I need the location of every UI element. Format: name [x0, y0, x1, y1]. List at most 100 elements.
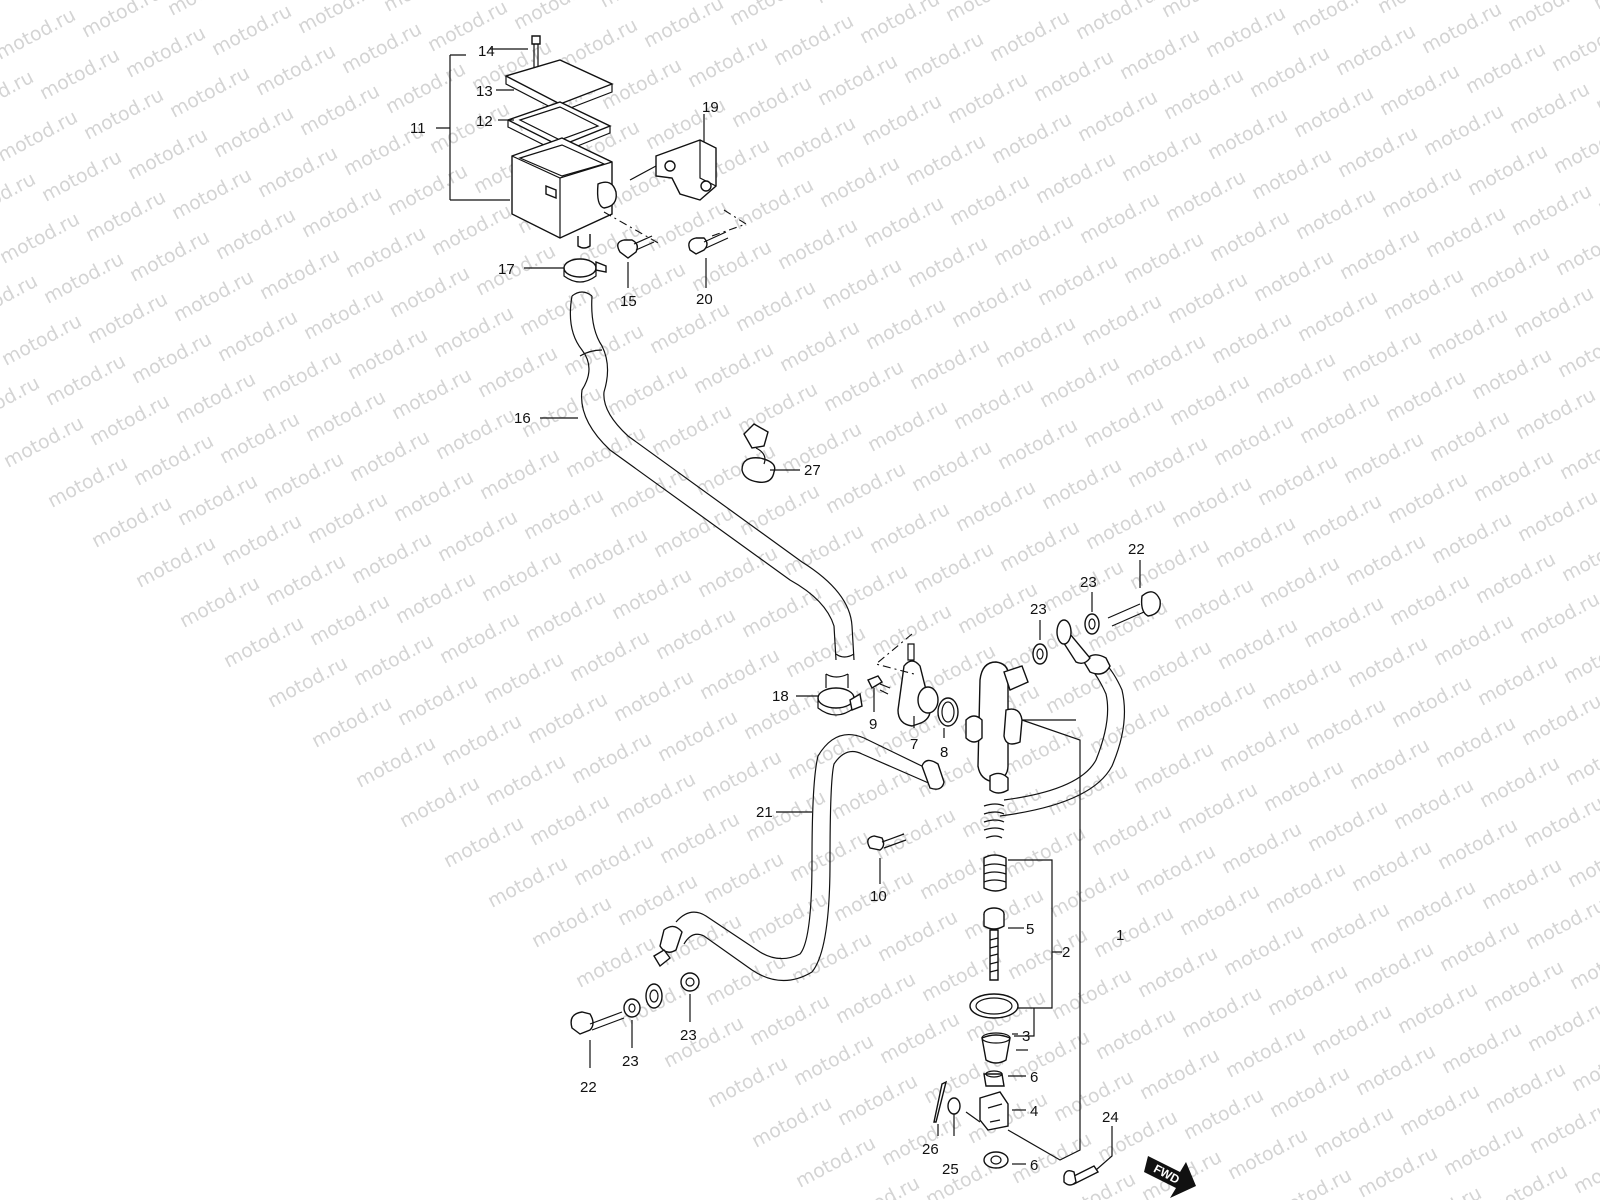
watermark-text: motod.ru	[132, 532, 219, 592]
watermark-text: motod.ru	[476, 444, 563, 504]
watermark-text: motod.ru	[252, 40, 339, 100]
watermark-text: motod.ru	[1178, 982, 1265, 1042]
watermark-text: motod.ru	[40, 248, 127, 308]
part-label-23-upper-right: 23	[1080, 574, 1097, 591]
watermark-text: motod.ru	[254, 142, 341, 202]
watermark-text: motod.ru	[1380, 264, 1467, 324]
watermark-text: motod.ru	[1338, 326, 1425, 386]
watermark-text: motod.ru	[1030, 46, 1117, 106]
watermark-text: motod.ru	[746, 990, 833, 1050]
watermark-text: motod.ru	[482, 750, 569, 810]
watermark-text: motod.ru	[1220, 920, 1307, 980]
watermark-text: motod.ru	[1556, 424, 1600, 484]
watermark-text: motod.ru	[166, 62, 253, 122]
watermark-text: motod.ru	[606, 462, 693, 522]
watermark-text: motod.ru	[1522, 894, 1600, 954]
watermark-text: motod.ru	[906, 334, 993, 394]
watermark-text: motod.ru	[1160, 64, 1247, 124]
piston-kit	[969, 803, 1062, 1019]
watermark-text: motod.ru	[1506, 78, 1593, 138]
watermark-text: motod.ru	[256, 244, 343, 304]
watermark-text: motod.ru	[296, 80, 383, 140]
watermark-text: motod.ru	[1474, 650, 1561, 710]
watermark-text: motod.ru	[1206, 206, 1293, 266]
watermark-text: motod.ru	[1050, 1066, 1137, 1126]
watermark-text: motod.ru	[168, 164, 255, 224]
part-label-23-lower-left: 23	[622, 1053, 639, 1070]
watermark-text: motod.ru	[832, 968, 919, 1028]
part-label-22-lower: 22	[580, 1079, 597, 1096]
watermark-text: motod.ru	[124, 124, 211, 184]
watermark-text: motod.ru	[38, 146, 125, 206]
watermark-text: motod.ru	[738, 582, 825, 642]
watermark-text: motod.ru	[874, 906, 961, 966]
watermark-text: motod.ru	[348, 528, 435, 588]
watermark-text: motod.ru	[1476, 752, 1563, 812]
watermark-text: motod.ru	[1308, 1000, 1395, 1060]
watermark-text: motod.ru	[210, 102, 297, 162]
watermark-text: motod.ru	[1136, 1044, 1223, 1104]
watermark-text: motod.ru	[1426, 406, 1513, 466]
watermark-text: motod.ru	[474, 342, 561, 402]
watermark-text: motod.ru	[1332, 20, 1419, 80]
watermark-text: motod.ru	[1310, 1102, 1397, 1162]
watermark-text: motod.ru	[1124, 432, 1211, 492]
watermark-text: motod.ru	[778, 418, 865, 478]
watermark-text: motod.ru	[1552, 220, 1600, 280]
watermark-text: motod.ru	[1340, 428, 1427, 488]
watermark-text: motod.ru	[814, 50, 901, 110]
watermark-text: motod.ru	[954, 578, 1041, 638]
watermark-text: motod.ru	[262, 550, 349, 610]
watermark-text: motod.ru	[1342, 530, 1429, 590]
part-label-26: 26	[922, 1141, 939, 1158]
watermark-text: motod.ru	[1480, 956, 1567, 1016]
watermark-text: motod.ru	[1462, 38, 1549, 98]
watermark-text: motod.ru	[834, 1070, 921, 1130]
watermark-text: motod.ru	[1268, 1164, 1355, 1200]
part-label-18: 18	[772, 688, 789, 705]
watermark-text: motod.ru	[472, 240, 559, 300]
watermark-text: motod.ru	[1382, 366, 1469, 426]
watermark-text: motod.ru	[1482, 1058, 1569, 1118]
watermark-text: motod.ru	[1294, 286, 1381, 346]
watermark-text: motod.ru	[1266, 1062, 1353, 1122]
part-label-17: 17	[498, 261, 515, 278]
part-label-3: 3	[1022, 1028, 1030, 1045]
watermark-text: motod.ru	[0, 412, 87, 472]
watermark-text: motod.ru	[1210, 410, 1297, 470]
watermark-text: motod.ru	[1254, 450, 1341, 510]
watermark-text: motod.ru	[1176, 880, 1263, 940]
watermark-text: motod.ru	[1596, 260, 1600, 320]
watermark-text: motod.ru	[820, 356, 907, 416]
watermark-text: motod.ru	[986, 6, 1073, 66]
watermark-text: motod.ru	[0, 66, 37, 126]
reservoir-assembly	[436, 35, 617, 249]
watermark-text: motod.ru	[516, 280, 603, 340]
watermark-text: motod.ru	[1224, 1124, 1311, 1184]
watermark-text: motod.ru	[952, 476, 1039, 536]
watermark-text: motod.ru	[1436, 916, 1523, 976]
watermark-text: motod.ru	[1432, 712, 1519, 772]
watermark-text: motod.ru	[784, 724, 871, 784]
watermark-text: motod.ru	[440, 812, 527, 872]
watermark-text: motod.ru	[902, 130, 989, 190]
watermark-text: motod.ru	[1418, 0, 1505, 58]
watermark-text: motod.ru	[728, 72, 815, 132]
watermark-text: motod.ru	[1550, 118, 1600, 178]
watermark-text: motod.ru	[684, 32, 771, 92]
watermark-text: motod.ru	[1092, 1004, 1179, 1064]
watermark-text: motod.ru	[522, 586, 609, 646]
watermark-text: motod.ru	[948, 272, 1035, 332]
watermark-text: motod.ru	[1118, 126, 1205, 186]
watermark-text: motod.ru	[44, 452, 131, 512]
watermark-text: motod.ru	[864, 396, 951, 456]
watermark-text: motod.ru	[388, 364, 475, 424]
watermark-text: motod.ru	[392, 568, 479, 628]
watermark-text: motod.ru	[1478, 854, 1565, 914]
watermark-text: motod.ru	[1518, 690, 1600, 750]
watermark-text: motod.ru	[608, 564, 695, 624]
watermark-text: motod.ru	[660, 1012, 747, 1072]
watermark-text: motod.ru	[1078, 290, 1165, 350]
clamp-18	[796, 673, 863, 716]
